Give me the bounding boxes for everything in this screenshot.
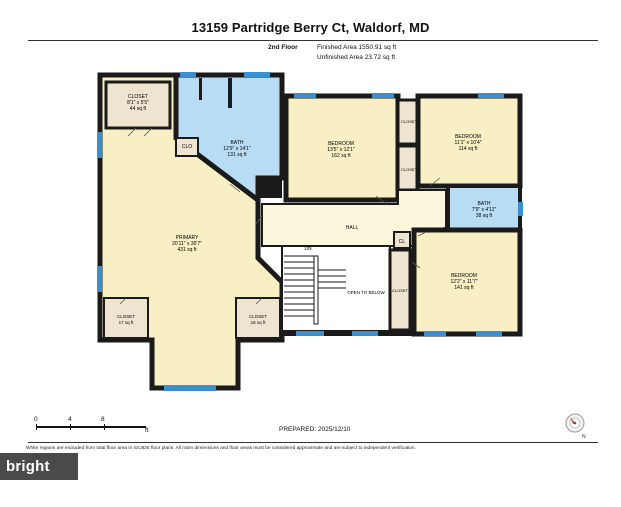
compass-north-label: N [582,434,586,440]
bedroom-right-label: BEDROOM [455,134,481,140]
south-wall [282,330,416,336]
bath-small-room [446,184,522,232]
bedroom-center-area: 162 sq ft [331,153,351,159]
scale-unit: ft [145,427,149,434]
scale-bar: 0 4 8 ft [28,416,149,436]
bedroom-lower-dims: 12'2" x 11'7" [450,279,477,285]
closet-left-area: 17 sq ft [119,320,135,325]
closet-mid-upper-label: CLOSET [401,119,418,124]
closet-top-label: CLOSET [128,94,148,100]
windows [97,72,523,391]
header-divider [28,40,598,41]
stair-well [281,245,391,333]
scale-tick-4: 4 [68,416,72,423]
finished-area: Finished Area 1550.91 sq ft [317,44,397,51]
shower-block [260,176,282,198]
prepared-date: PREPARED: 2025/12/10 [279,426,351,433]
bedroom-center-label: BEDROOM [328,141,354,147]
closet-top-room [104,80,172,130]
compass-icon: N [565,413,586,440]
bedroom-lower-room [411,227,523,337]
bath-partition [228,78,232,108]
bedroom-lower-area: 141 sq ft [454,285,474,291]
bath-main-area: 131 sq ft [227,152,247,158]
primary-dims: 20'11" x 30'7" [172,241,202,247]
watermark-logo: bright MLS [0,453,78,502]
bath-main-label: BATH [231,140,244,146]
primary-area: 431 sq ft [177,247,197,253]
closet-top-area: 44 sq ft [130,106,147,112]
page-title: 13159 Partridge Berry Ct, Waldorf, MD [191,20,430,35]
primary-label: PRIMARY [176,235,199,241]
cl-room [393,231,411,249]
closet-left-room [103,297,149,339]
stair-rail [313,255,319,325]
footer-divider [28,442,598,443]
hall-label: HALL [346,225,359,231]
clo-room [175,137,199,157]
open-below-label: OPEN TO BELOW [347,290,385,295]
closet-left-label: CLOSET [117,314,135,319]
closet-bed3-label: CLOSET [392,288,409,293]
bath-main-dims: 12'9" x 14'1" [223,146,251,152]
scale-tick-8: 8 [101,416,105,423]
closet-right-room [235,297,281,339]
bedroom-lower-label: BEDROOM [451,273,477,279]
scale-tick-0: 0 [34,416,38,423]
floor-name: 2nd Floor [268,44,298,51]
bath-partition-2 [199,78,202,100]
bedroom-right-dims: 11'1" x 10'4" [454,140,481,146]
cl-label: CL [399,239,406,245]
closet-right-area: 16 sq ft [251,320,267,325]
bath-small-dims: 7'9" x 4'11" [472,207,496,213]
closet-right-label: CLOSET [249,314,267,319]
closet-top-dims: 8'1" x 5'5" [127,100,149,106]
footnote: White regions are excluded from total fl… [26,446,416,451]
unfinished-area: Unfinished Area 23.72 sq ft [317,54,396,61]
dn-label: DN [304,246,312,252]
bedroom-center-dims: 13'5" x 12'1" [327,147,355,153]
closet-mid-lower-label: CLOSET [401,167,418,172]
door-swings [119,127,441,305]
bath-small-label: BATH [478,201,491,207]
bedroom-center-room [283,93,401,203]
bath-small-area: 38 sq ft [476,213,493,219]
floor-plan: CLOSET 8'1" x 5'5" 44 sq ft BATH 12'9" x… [97,72,523,391]
stair-treads [284,255,346,317]
bedroom-right-area: 114 sq ft [459,146,478,152]
clo-label: CLO [182,144,192,150]
